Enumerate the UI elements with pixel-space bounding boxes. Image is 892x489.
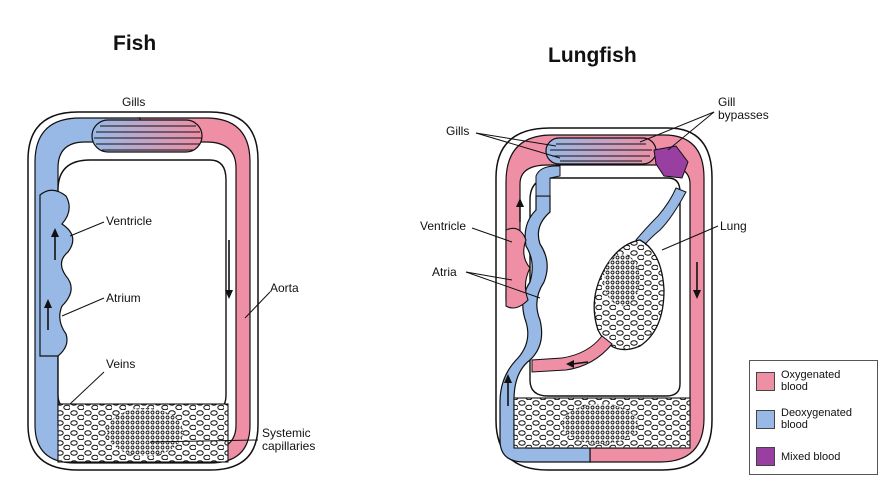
fish-label-aorta: Aorta [270, 281, 299, 295]
fish-label-gills: Gills [122, 95, 146, 109]
fish-inner-space [57, 159, 227, 413]
legend-item-mixed: Mixed blood [756, 447, 840, 466]
legend: Oxygenated blood Deoxygenated blood Mixe… [749, 360, 878, 475]
lungfish-diagram [465, 111, 719, 471]
fish-label-capillaries: Systemic capillaries [262, 426, 316, 453]
fish-label-veins: Veins [106, 357, 136, 371]
lungfish-aorta-arrowhead [693, 290, 701, 299]
legend-label-mixed: Mixed blood [781, 450, 841, 463]
lungfish-heart-arrowhead [516, 198, 524, 207]
fish-gill-block [91, 119, 203, 153]
lungfish-label-gill-bypasses: Gill bypasses [718, 95, 769, 122]
fish-atrium-arrowhead [44, 299, 52, 308]
fish-title: Fish [113, 32, 157, 55]
fish-capillary-dense [107, 408, 183, 456]
legend-item-deoxygenated: Deoxygenated blood [756, 407, 852, 431]
lungfish-return-arrowhead [504, 374, 512, 383]
lungfish-leader-lines [465, 111, 719, 299]
lungfish-lung-dense [604, 254, 640, 306]
lungfish-vein-arrow [571, 361, 589, 365]
legend-swatch-oxygenated [756, 371, 775, 391]
fish-gill-lamellae [94, 125, 202, 151]
lungfish-pulmonary-vein [531, 335, 613, 373]
lungfish-capillary-dense [562, 404, 638, 444]
legend-swatch-deoxygenated [756, 409, 775, 429]
legend-swatch-mixed [756, 447, 775, 466]
lungfish-label-atria: Atria [432, 265, 457, 279]
legend-label-deoxygenated: Deoxygenated blood [781, 407, 852, 431]
lungfish-gill-lamellae [550, 143, 652, 162]
fish-label-atrium: Atrium [106, 291, 141, 305]
lungfish-label-gills: Gills [446, 124, 470, 138]
lungfish-label-lung: Lung [720, 219, 747, 233]
fish-label-ventricle: Ventricle [106, 214, 153, 228]
fish-aorta-arrowhead [225, 290, 233, 299]
lungfish-title: Lungfish [548, 44, 637, 67]
lungfish-gill-block [545, 137, 657, 165]
lungfish-vein-arrowhead [566, 360, 574, 368]
fish-ventricle-arrowhead [51, 228, 59, 237]
fish-leader-lines [61, 221, 271, 443]
lungfish-gill-inflow [535, 165, 561, 197]
fish-diagram [27, 111, 271, 471]
lungfish-label-ventricle: Ventricle [420, 219, 467, 233]
lungfish-mixed-blood [653, 145, 689, 179]
legend-label-oxygenated: Oxygenated blood [781, 369, 841, 393]
lungfish-ventricle [505, 227, 531, 309]
lungfish-deoxygenated-vessel [499, 195, 591, 463]
legend-item-oxygenated: Oxygenated blood [756, 369, 840, 393]
